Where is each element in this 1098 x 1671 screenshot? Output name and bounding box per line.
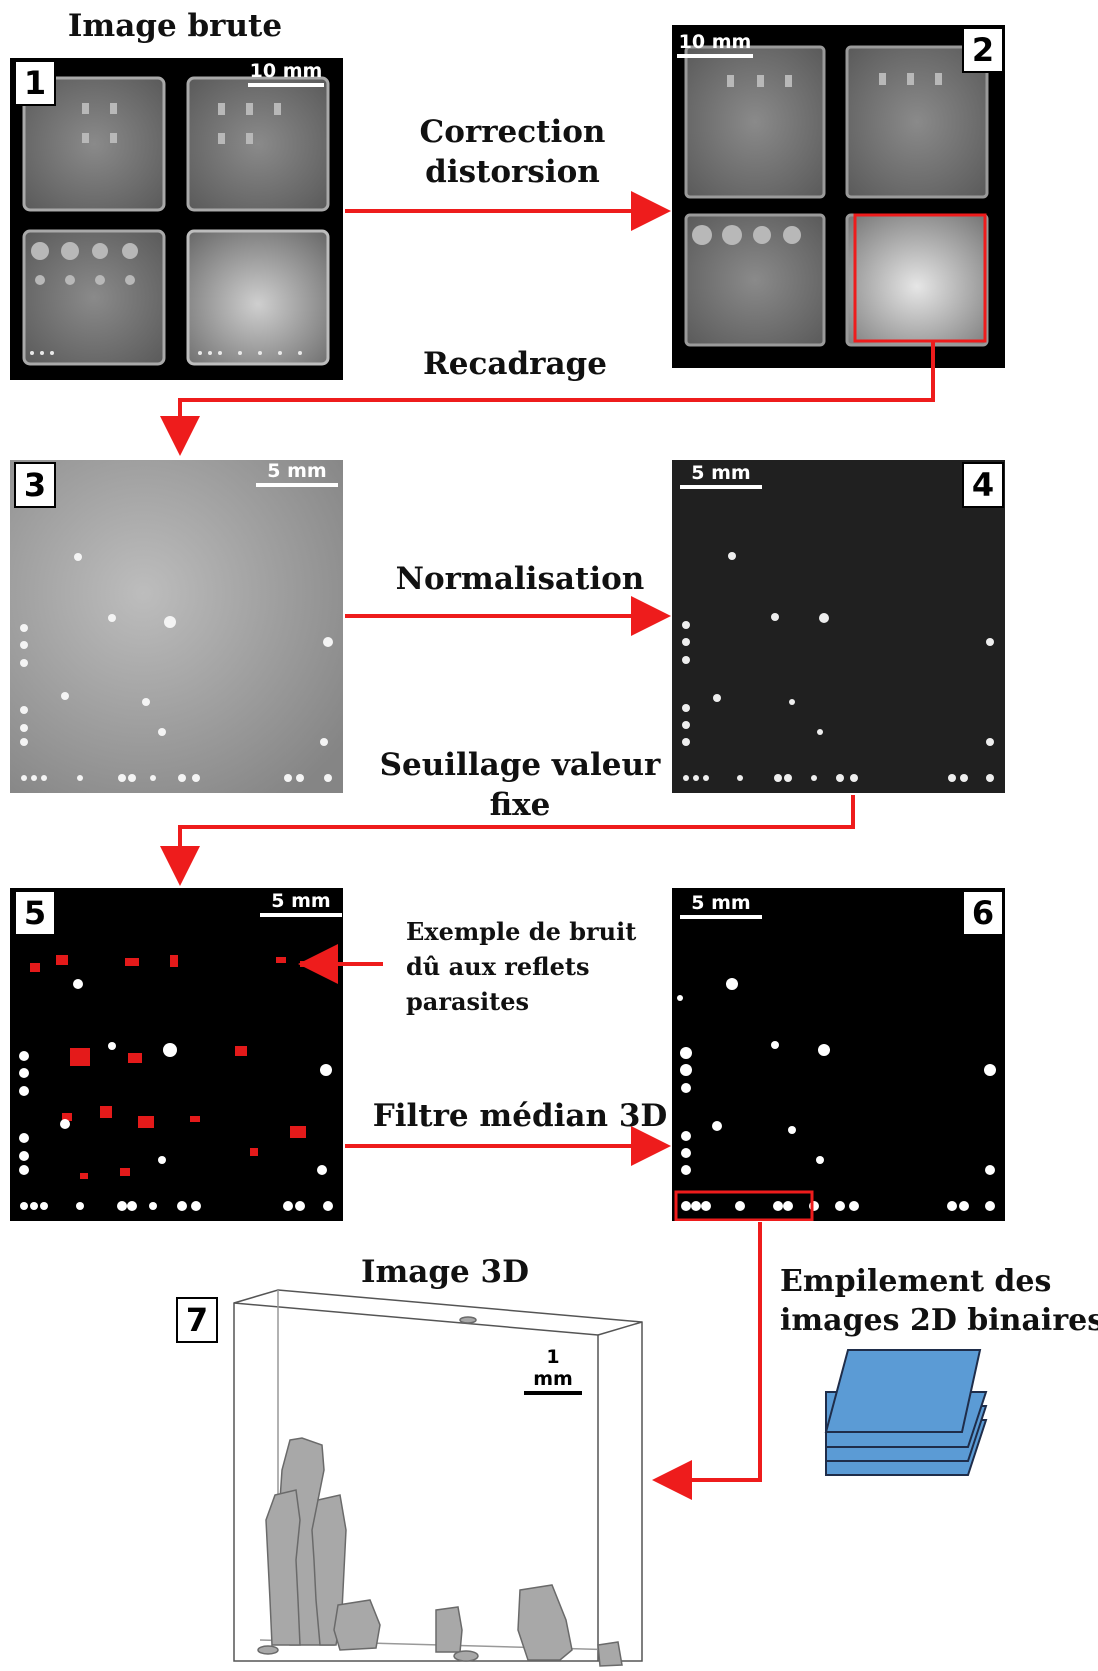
- scale-bar-p3-label: 5 mm: [267, 460, 327, 482]
- noise-note-line-2: dû aux reflets: [406, 951, 590, 981]
- thresholded-image-graphic: [19, 955, 333, 1211]
- scale-bar-p4-label: 5 mm: [691, 462, 751, 484]
- step-normalization-label: Normalisation: [395, 561, 645, 597]
- step-median-label: Filtre médian 3D: [372, 1098, 668, 1134]
- scale-bar-p2-line: [677, 54, 753, 58]
- scale-bar-p3-line: [256, 483, 338, 487]
- scale-bar-p4: 5 mm: [680, 462, 762, 489]
- step-threshold-line-1: Seuillage valeur: [379, 747, 661, 783]
- panel-normalized: 5 mm: [672, 460, 1005, 793]
- panel-number-4: 4: [962, 462, 1004, 508]
- scale-bar-p7: 1 mm: [524, 1346, 582, 1395]
- normalized-image-graphic: [682, 552, 994, 782]
- panel-number-5: 5: [14, 890, 56, 936]
- scale-bar-p1-label: 10 mm: [249, 60, 323, 82]
- scale-bar-p5-label: 5 mm: [271, 890, 331, 912]
- panel-raw-image: 10 mm: [10, 58, 343, 380]
- scale-bar-p4-line: [680, 485, 762, 489]
- panel-number-7: 7: [176, 1297, 218, 1343]
- panel-thresholded: 5 mm: [10, 888, 343, 1221]
- scale-bar-p3: 5 mm: [256, 460, 338, 487]
- step-stacking-line-1: Empilement des: [780, 1264, 1052, 1299]
- step-distortion-label: Correction distorsion: [395, 112, 630, 193]
- step-distortion-line-2: distorsion: [425, 154, 600, 191]
- panel-distortion-corrected: 10 mm: [672, 25, 1005, 368]
- step-stacking-label: Empilement des images 2D binaires: [780, 1262, 1098, 1340]
- raw-image-title: Image brute: [67, 8, 283, 44]
- cropped-image-graphic: [10, 460, 343, 793]
- image-3d-title: Image 3D: [360, 1254, 530, 1290]
- scale-bar-p5-line: [260, 913, 342, 917]
- scale-bar-p2: 10 mm: [677, 31, 753, 58]
- step-distortion-line-1: Correction: [419, 114, 606, 150]
- scale-bar-p6-line: [680, 915, 762, 919]
- noise-note: Exemple de bruit dû aux reflets parasite…: [406, 915, 636, 1019]
- noise-specks: [30, 955, 306, 1179]
- scale-bar-p7-line: [524, 1391, 582, 1395]
- scale-bar-p1-line: [248, 83, 324, 87]
- scale-bar-p7-label: 1 mm: [533, 1346, 573, 1390]
- scale-bar-p1: 10 mm: [248, 60, 324, 87]
- panel-number-1: 1: [14, 60, 56, 106]
- scale-bar-p2-label: 10 mm: [678, 31, 752, 53]
- panel-cropped: 5 mm: [10, 460, 343, 793]
- panel-median-filtered: 5 mm: [672, 888, 1005, 1221]
- noise-note-line-1: Exemple de bruit: [406, 917, 637, 946]
- raw-image-graphic: [22, 76, 330, 366]
- panel-number-6: 6: [962, 890, 1004, 936]
- scale-bar-p5: 5 mm: [260, 890, 342, 917]
- corrected-image-graphic: [684, 45, 989, 347]
- arrow-stacking: [652, 1222, 762, 1500]
- panel-number-3: 3: [14, 462, 56, 508]
- scale-bar-p6-label: 5 mm: [691, 892, 751, 914]
- filtered-image-graphic: [674, 978, 996, 1221]
- panel-number-2: 2: [962, 27, 1004, 73]
- step-threshold-label: Seuillage valeur fixe: [370, 745, 670, 826]
- step-crop-label: Recadrage: [423, 346, 607, 382]
- noise-note-line-3: parasites: [406, 986, 530, 1016]
- step-stacking-line-2: images 2D binaires: [780, 1303, 1098, 1338]
- scale-bar-p6: 5 mm: [680, 892, 762, 919]
- step-threshold-line-2: fixe: [489, 787, 551, 824]
